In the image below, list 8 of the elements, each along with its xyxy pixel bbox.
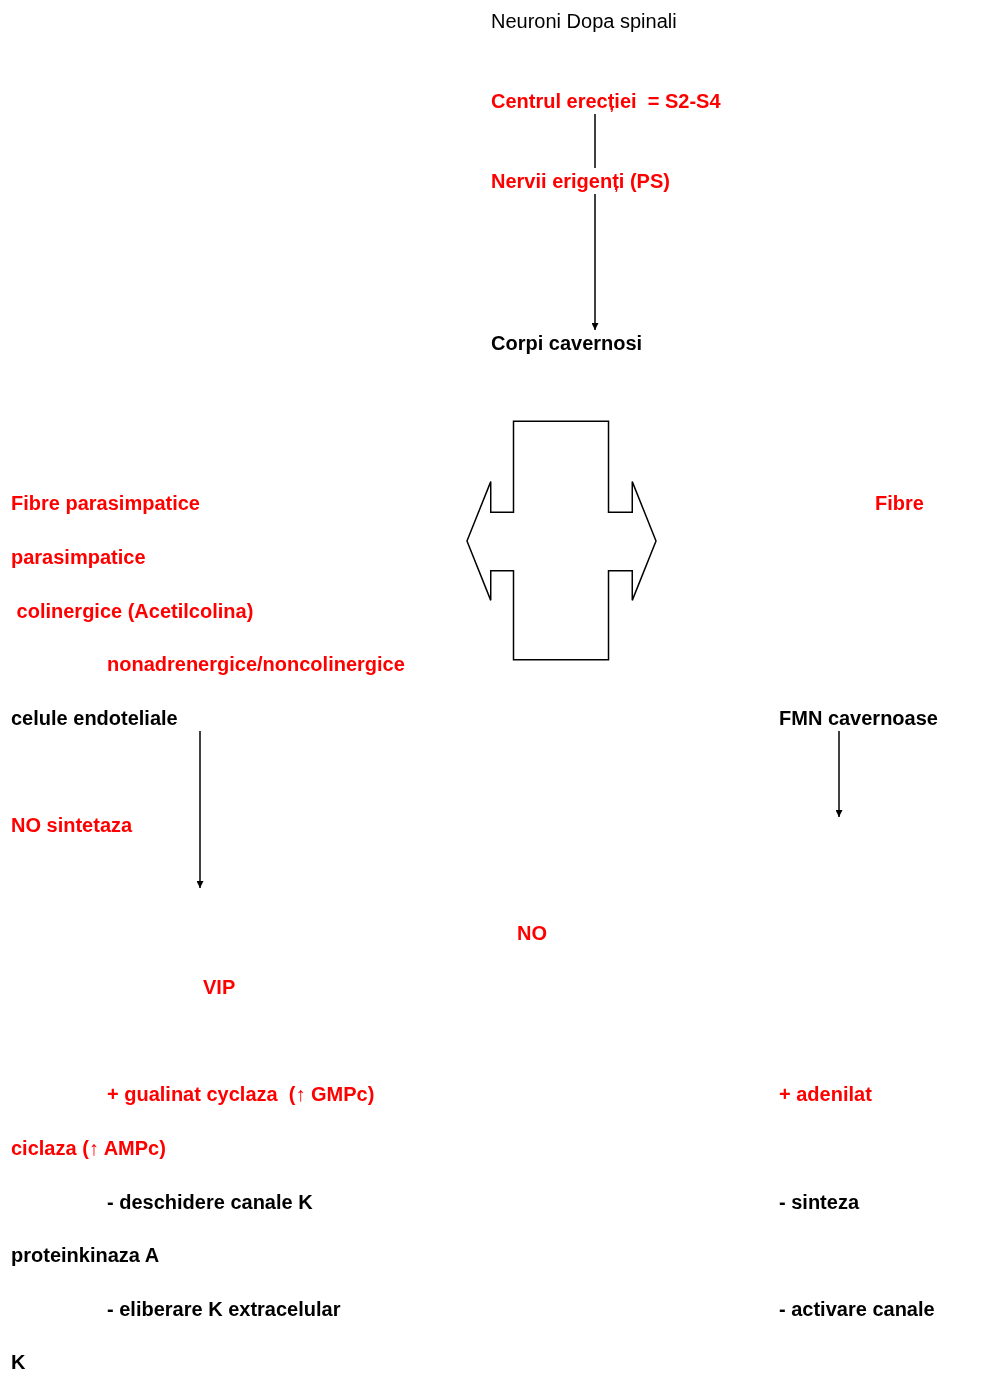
arrow (196, 730, 204, 889)
label-text: Nervii erigenți (PS) (491, 168, 670, 194)
node-text: Centrul erecției = S2-S4 (491, 89, 721, 114)
node-text: Corpi cavernosi (491, 331, 643, 356)
node-text: celule endoteliale (11, 706, 178, 731)
arrow (835, 730, 843, 818)
node-text: FMN cavernoase (779, 706, 938, 731)
arrow (591, 113, 599, 331)
